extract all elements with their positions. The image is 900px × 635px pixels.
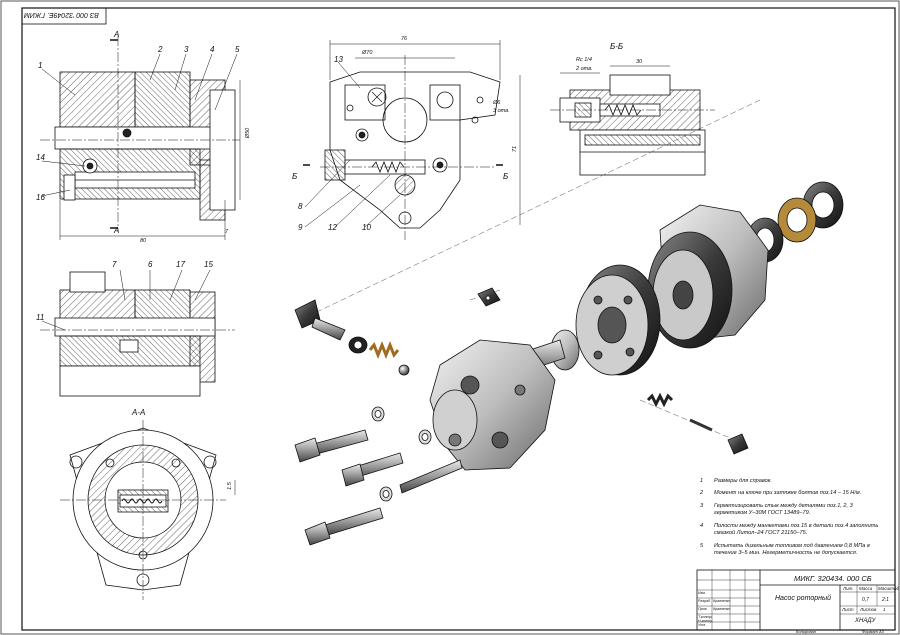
section-mark: Б [503,172,509,181]
section-aa-view [60,420,236,600]
tb-format: Формат А3 [862,629,884,634]
tb-role: Т.контр. [698,615,713,619]
section-mark: Б [292,172,298,181]
dimension-label: 3 отв. [493,108,510,114]
dimension-label: 71 [512,145,519,153]
lower-left-view [40,269,235,397]
part-label: 9 [298,223,303,232]
part-label: 14 [36,153,45,162]
tb-header-lit: Лит. [843,586,854,591]
title-block-lines [696,569,896,631]
dimension-label: Rc 1/4 [576,57,592,63]
dimension-label: 2 отв. [576,66,593,72]
tb-mass: 0,7 [862,597,869,603]
tb-scale: 2:1 [882,597,889,603]
part-label: 3 [184,45,189,54]
tb-role: Н.контр. [698,619,714,623]
drawing-name: Насос роторный [775,595,832,602]
part-label: 13 [334,55,343,64]
part-label: 2 [158,45,163,54]
dimension-label: Ø50 [245,127,252,139]
tb-role: Разраб. [698,599,712,603]
tb-role: Пров. [698,607,708,611]
tb-sheets-count: 1 [883,607,886,612]
tb-sheets: Листов [860,607,877,612]
part-label: 5 [235,45,240,54]
tb-role: Изм. [698,591,706,595]
part-label: 4 [210,45,215,54]
section-mark: A [114,30,120,39]
tb-sheet: Лист [842,607,854,612]
dimension-label: Ø6 [493,100,501,106]
section-bb-title: Б-Б [610,42,624,51]
dimension-label: 76 [401,36,408,42]
dimension-label: 7 [225,229,229,235]
part-label: 7 [112,260,117,269]
part-label: 11 [36,313,45,322]
part-label: 6 [148,260,153,269]
tb-role: Утв. [698,623,707,627]
dimension-label: 80 [140,238,147,244]
tb-organization: ХНАДУ [855,618,876,624]
part-label: 15 [204,260,213,269]
section-aa-title: А-А [132,408,146,417]
drawing-designation: МИКГ. 320434. 000 СБ [794,574,872,583]
tb-copied: Копировал [796,629,816,634]
part-label: 12 [328,223,337,232]
part-label: 1 [38,61,43,70]
dimension-label: Ø70 [362,50,373,56]
tb-header-scale: Масштаб [878,586,900,591]
corner-stamp: ВЗ 000 '32049Е. ГЖИМ [24,11,99,18]
part-label: 17 [176,260,185,269]
section-mark: A [114,226,120,235]
front-view [40,36,241,240]
section-bb-view [550,65,715,176]
top-view [303,40,521,240]
part-label: 8 [298,202,303,211]
dimension-label: 1.5 [226,482,233,490]
tb-person: Кравченко [713,607,731,611]
part-label: 10 [362,223,371,232]
tb-header-mass: Масса [859,586,873,591]
part-label: 16 [36,193,45,202]
exploded-assembly [294,99,844,546]
dimension-label: 30 [636,59,643,65]
tb-person: Кравченко [713,599,731,603]
